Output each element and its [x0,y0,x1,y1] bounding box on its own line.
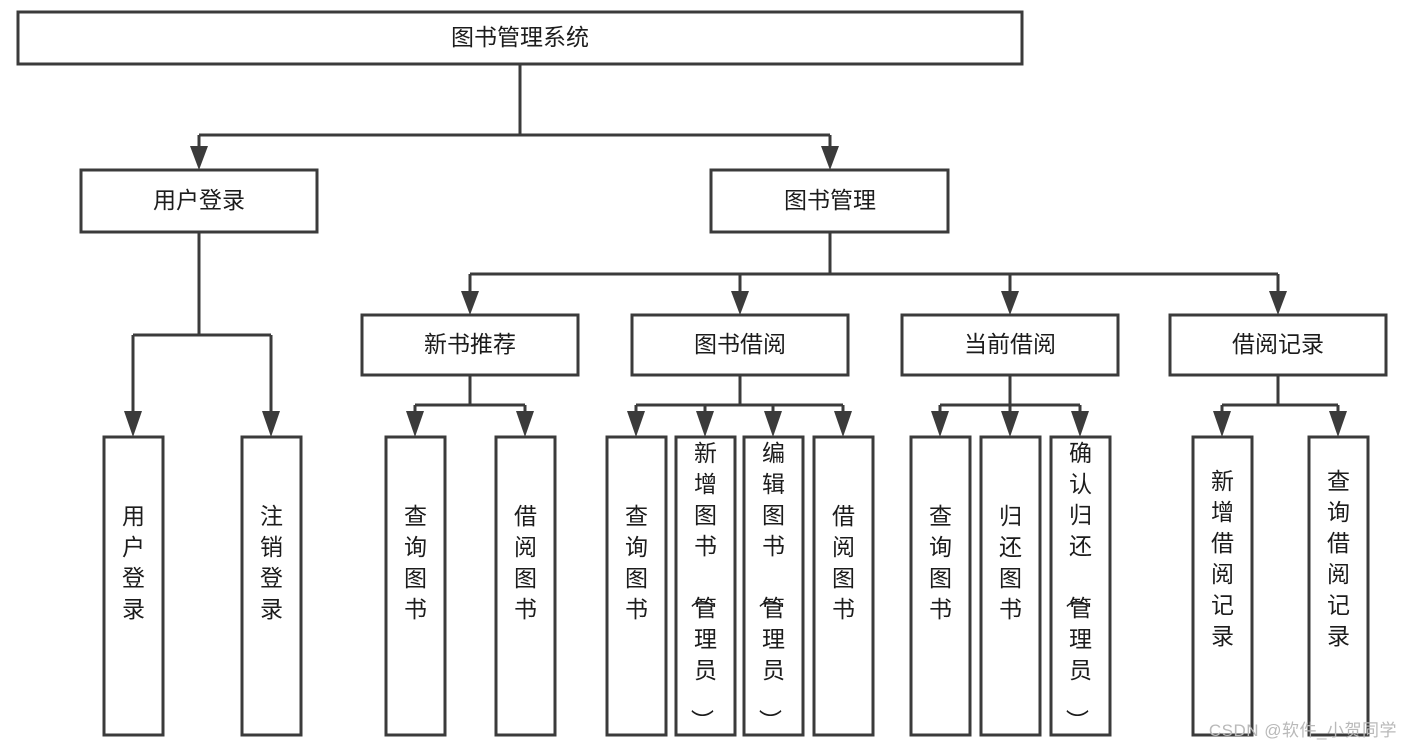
node-current-borrow[interactable]: 当前借阅 [900,313,1120,377]
leaf-cur-return-label: 归还图书 [999,503,1022,622]
leaf-borrow-query-label: 查询图书 [625,503,648,622]
node-borrow-record-box[interactable] [1168,313,1388,377]
leaf-rec-add-label: 新增借阅记录 [1211,468,1234,649]
arrow-head-borrow-record [1269,291,1287,315]
leaf-user-login-label: 用户登录 [122,503,145,622]
csdn-watermark: CSDN @软件_小贺同学 [1208,721,1397,740]
leaf-rec-query[interactable]: 查询图书 [384,435,447,737]
leaf-rec-search-label: 查询借阅记录 [1327,468,1350,649]
leaf-borrow-add-label: 新增图书（管理员） [689,440,717,732]
leaf-borrow-edit[interactable]: 编辑图书（管理员） [742,435,805,737]
arrow-head-leaf-cur-query [931,411,949,437]
arrow-head-leaf-rec-query [406,411,424,437]
node-book-borrow-label: 图书借阅 [694,331,786,357]
leaf-rec-add[interactable]: 新增借阅记录 [1191,435,1254,737]
node-current-borrow-box[interactable] [900,313,1120,377]
leaf-cur-query-box[interactable] [909,435,972,737]
arrow-head-leaf-cur-confirm [1071,411,1089,437]
node-book-borrow[interactable]: 图书借阅 [630,313,850,377]
arrow-head-book-mgmt [821,146,839,170]
arrow-head-leaf-cur-return [1001,411,1019,437]
leaf-borrow-borrow-box[interactable] [812,435,875,737]
arrow-head-leaf-rec-search [1329,411,1347,437]
leaf-user-login[interactable]: 用户登录 [102,435,165,737]
arrow-head-current-borrow [1001,291,1019,315]
leaf-rec-add-box[interactable] [1191,435,1254,737]
leaf-rec-borrow-box[interactable] [494,435,557,737]
node-user-login[interactable]: 用户登录 [79,168,319,234]
leaf-logout-label: 注销登录 [260,503,283,622]
leaf-rec-search-box[interactable] [1307,435,1370,737]
leaf-cur-confirm-box[interactable] [1049,435,1112,737]
arrow-head-book-borrow [731,291,749,315]
arrow-head-leaf-user-login [124,411,142,437]
connector-layer [124,64,1347,437]
leaf-user-login-box[interactable] [102,435,165,737]
node-new-book-rec-label: 新书推荐 [424,331,516,357]
leaf-logout-box[interactable] [240,435,303,737]
node-root[interactable]: 图书管理系统 [16,10,1024,66]
leaf-borrow-add[interactable]: 新增图书（管理员） [674,435,737,737]
leaf-borrow-borrow[interactable]: 借阅图书 [812,435,875,737]
leaf-borrow-edit-label: 编辑图书（管理员） [757,440,785,732]
arrow-head-leaf-borrow-borrow [834,411,852,437]
node-new-book-rec[interactable]: 新书推荐 [360,313,580,377]
arrow-head-leaf-borrow-query [627,411,645,437]
leaf-cur-return-box[interactable] [979,435,1042,737]
node-root-box[interactable] [16,10,1024,66]
leaf-cur-return[interactable]: 归还图书 [979,435,1042,737]
node-root-label: 图书管理系统 [451,24,589,50]
node-book-borrow-box[interactable] [630,313,850,377]
leaf-cur-query[interactable]: 查询图书 [909,435,972,737]
node-current-borrow-label: 当前借阅 [964,331,1056,357]
node-borrow-record[interactable]: 借阅记录 [1168,313,1388,377]
leaf-rec-query-label: 查询图书 [404,503,427,622]
node-book-mgmt[interactable]: 图书管理 [709,168,950,234]
node-user-login-box[interactable] [79,168,319,234]
leaf-borrow-query-box[interactable] [605,435,668,737]
leaf-rec-borrow[interactable]: 借阅图书 [494,435,557,737]
leaf-cur-confirm-label: 确认归还（管理员） [1064,440,1092,732]
leaf-rec-query-box[interactable] [384,435,447,737]
arrow-head-leaf-borrow-add [696,411,714,437]
node-book-mgmt-box[interactable] [709,168,950,234]
leaf-cur-query-label: 查询图书 [929,503,952,622]
leaf-borrow-borrow-label: 借阅图书 [832,503,855,622]
leaf-rec-borrow-label: 借阅图书 [514,503,537,622]
node-book-mgmt-label: 图书管理 [784,187,876,213]
leaf-borrow-add-box[interactable] [674,435,737,737]
arrow-head-user-login [190,146,208,170]
node-user-login-label: 用户登录 [153,187,245,213]
leaf-cur-confirm[interactable]: 确认归还（管理员） [1049,435,1112,737]
arrow-head-new-book-rec [461,291,479,315]
arrow-head-leaf-logout [262,411,280,437]
leaf-borrow-query[interactable]: 查询图书 [605,435,668,737]
leaf-borrow-edit-box[interactable] [742,435,805,737]
leaf-rec-search[interactable]: 查询借阅记录 [1307,435,1370,737]
arrow-head-leaf-rec-add [1213,411,1231,437]
arrow-head-leaf-borrow-edit [764,411,782,437]
leaf-logout[interactable]: 注销登录 [240,435,303,737]
arrow-head-leaf-rec-borrow [516,411,534,437]
node-borrow-record-label: 借阅记录 [1232,331,1324,357]
node-new-book-rec-box[interactable] [360,313,580,377]
